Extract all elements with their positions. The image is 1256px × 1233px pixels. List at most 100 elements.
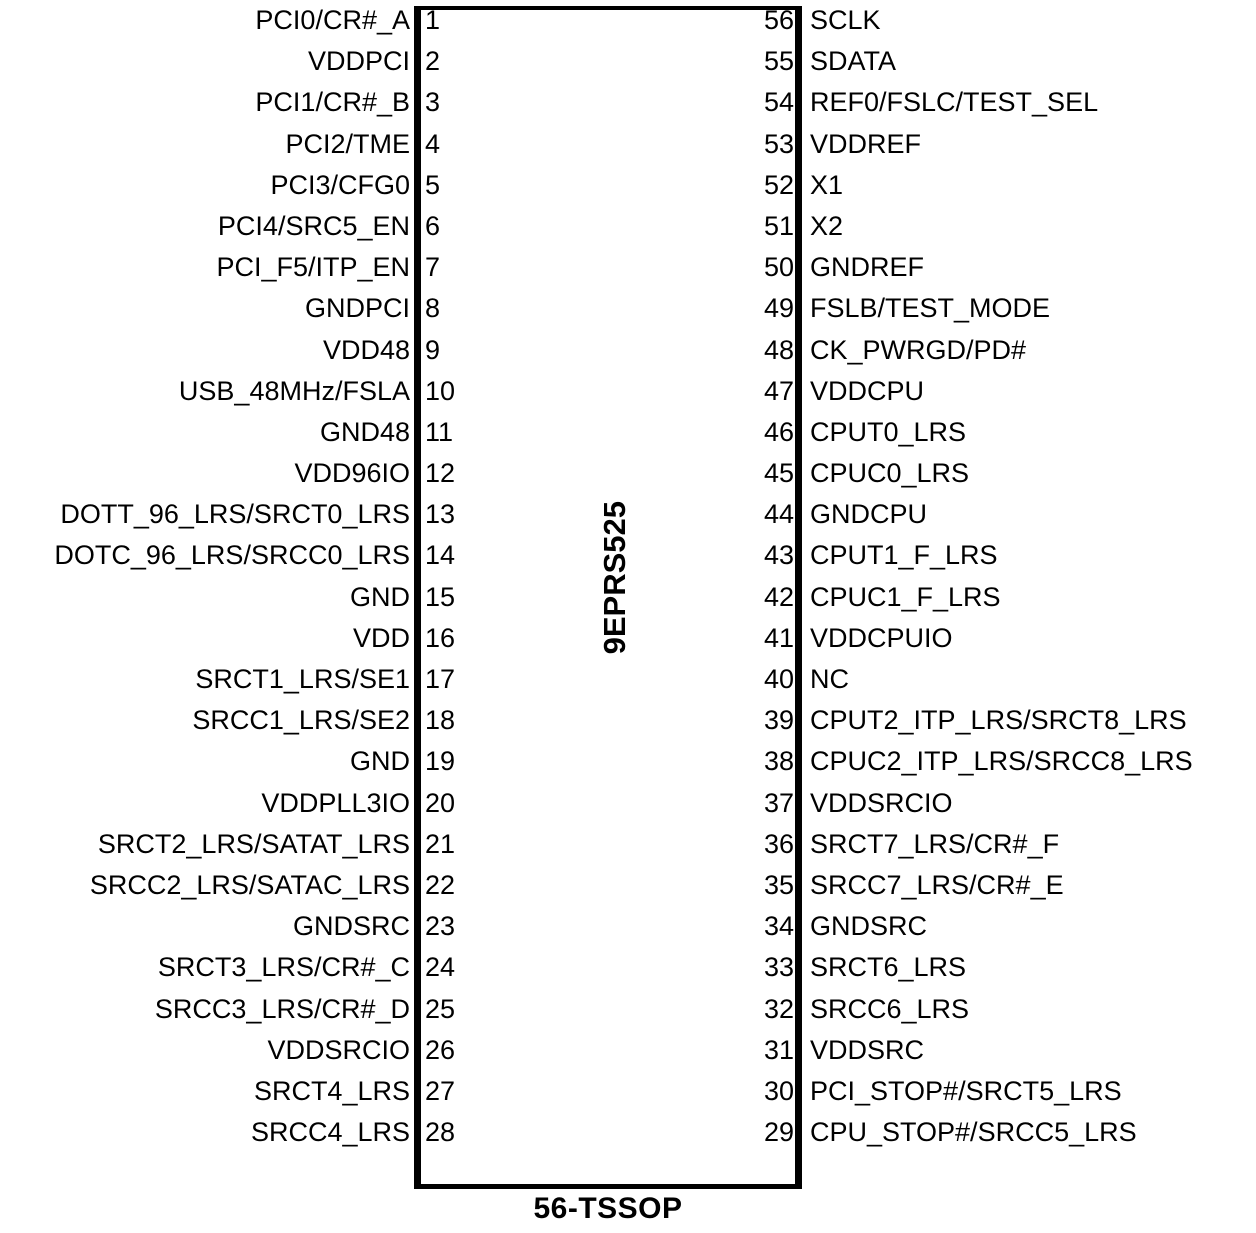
- package-label: 56-TSSOP: [533, 1192, 683, 1225]
- pin-row: SRCT2_LRS/SATAT_LRS 21 36 SRCT7_LRS/CR#_F: [0, 824, 1256, 865]
- right-pin-name: SCLK: [810, 5, 881, 35]
- right-pin-number: 32: [763, 993, 794, 1024]
- right-pin-name: X1: [810, 169, 844, 200]
- right-pin-name: VDDSRC: [810, 1034, 925, 1065]
- right-pin-number: 50: [763, 252, 794, 283]
- pin-row: DOTC_96_LRS/SRCC0_LRS 14 43 CPUT1_F_LRS: [0, 535, 1256, 576]
- left-pin-name: PCI3/CFG0: [270, 169, 410, 200]
- right-pin-number: 43: [763, 540, 794, 571]
- right-pin-number: 56: [763, 5, 794, 35]
- left-pin-name: SRCT1_LRS/SE1: [195, 664, 410, 694]
- left-pin-name: VDDPLL3IO: [261, 787, 410, 818]
- right-pin-name: NC: [810, 664, 849, 694]
- left-pin-number: 8: [425, 293, 441, 324]
- left-pin-number: 6: [425, 210, 441, 241]
- right-pin-name: CPUC0_LRS: [810, 458, 970, 489]
- left-pin-name: VDD96IO: [294, 458, 410, 489]
- right-pin-name: VDDCPU: [810, 375, 925, 406]
- left-pin-name: PCI2/TME: [285, 128, 410, 159]
- right-pin-number: 37: [763, 787, 794, 818]
- left-pin-number: 12: [425, 458, 456, 489]
- right-pin-name: PCI_STOP#/SRCT5_LRS: [810, 1075, 1122, 1106]
- right-pin-number: 38: [763, 746, 794, 777]
- right-pin-number: 47: [763, 375, 794, 406]
- left-pin-number: 18: [425, 705, 456, 736]
- left-pin-name: SRCT2_LRS/SATAT_LRS: [97, 828, 410, 859]
- left-pin-name: DOTC_96_LRS/SRCC0_LRS: [54, 540, 410, 571]
- right-pin-name: CPUT2_ITP_LRS/SRCT8_LRS: [810, 705, 1187, 736]
- left-pin-name: VDDSRCIO: [267, 1034, 410, 1065]
- right-pin-name: SDATA: [810, 46, 897, 77]
- right-pin-number: 48: [763, 334, 794, 365]
- pin-row: VDD48 9 48 CK_PWRGD/PD#: [0, 330, 1256, 371]
- right-pin-name: CPUC2_ITP_LRS/SRCC8_LRS: [810, 746, 1193, 777]
- left-pin-name: SRCC4_LRS: [250, 1117, 410, 1148]
- right-pin-number: 33: [763, 952, 794, 983]
- left-pin-number: 9: [425, 334, 441, 365]
- left-pin-number: 5: [425, 169, 441, 200]
- pin-row: VDD96IO 12 45 CPUC0_LRS: [0, 453, 1256, 494]
- left-pin-number: 21: [425, 828, 456, 859]
- left-pin-name: GND: [350, 581, 410, 612]
- left-pin-name: SRCC3_LRS/CR#_D: [154, 993, 410, 1024]
- right-pin-name: VDDCPUIO: [810, 622, 953, 653]
- left-pin-number: 10: [425, 375, 456, 406]
- left-pin-number: 1: [425, 5, 441, 35]
- left-pin-number: 4: [425, 128, 441, 159]
- left-pin-number: 19: [425, 746, 456, 777]
- left-pin-name: GND48: [319, 416, 410, 447]
- left-pin-name: USB_48MHz/FSLA: [178, 375, 410, 406]
- right-pin-name: GNDREF: [810, 252, 924, 283]
- right-pin-name: CK_PWRGD/PD#: [810, 334, 1027, 365]
- right-pin-name: X2: [810, 210, 844, 241]
- left-pin-number: 23: [425, 911, 456, 942]
- right-pin-number: 45: [763, 458, 794, 489]
- left-pin-number: 27: [425, 1075, 456, 1106]
- pin-row: PCI3/CFG0 5 52 X1: [0, 165, 1256, 206]
- right-pin-number: 52: [763, 169, 794, 200]
- left-pin-name: DOTT_96_LRS/SRCT0_LRS: [60, 499, 410, 530]
- right-pin-number: 42: [763, 581, 794, 612]
- left-pin-number: 24: [425, 952, 456, 983]
- left-pin-number: 14: [425, 540, 456, 571]
- right-pin-number: 49: [763, 293, 794, 324]
- left-pin-name: VDD48: [322, 334, 410, 365]
- left-pin-number: 22: [425, 869, 456, 900]
- left-pin-number: 16: [425, 622, 456, 653]
- left-pin-number: 11: [425, 416, 454, 447]
- right-pin-name: CPUT1_F_LRS: [810, 540, 998, 571]
- right-pin-name: GNDCPU: [810, 499, 928, 530]
- right-pin-number: 34: [763, 911, 794, 942]
- right-pin-number: 36: [763, 828, 794, 859]
- left-pin-name: PCI1/CR#_B: [255, 87, 410, 118]
- left-pin-number: 28: [425, 1117, 456, 1148]
- right-pin-name: FSLB/TEST_MODE: [810, 293, 1051, 324]
- right-pin-name: GNDSRC: [810, 911, 928, 942]
- right-pin-number: 51: [763, 210, 794, 241]
- right-pin-name: VDDSRCIO: [810, 787, 953, 818]
- left-pin-number: 7: [425, 252, 441, 283]
- left-pin-name: GNDSRC: [292, 911, 410, 942]
- pin-row: USB_48MHz/FSLA 10 47 VDDCPU: [0, 371, 1256, 412]
- right-pin-number: 30: [763, 1075, 794, 1106]
- right-pin-name: SRCT7_LRS/CR#_F: [810, 828, 1060, 859]
- right-pin-number: 53: [763, 128, 794, 159]
- right-pin-number: 29: [763, 1117, 794, 1148]
- left-pin-number: 2: [425, 46, 441, 77]
- right-pin-number: 39: [763, 705, 794, 736]
- left-pin-name: GND: [350, 746, 410, 777]
- left-pin-name: SRCT3_LRS/CR#_C: [157, 952, 410, 983]
- right-pin-name: CPUC1_F_LRS: [810, 581, 1001, 612]
